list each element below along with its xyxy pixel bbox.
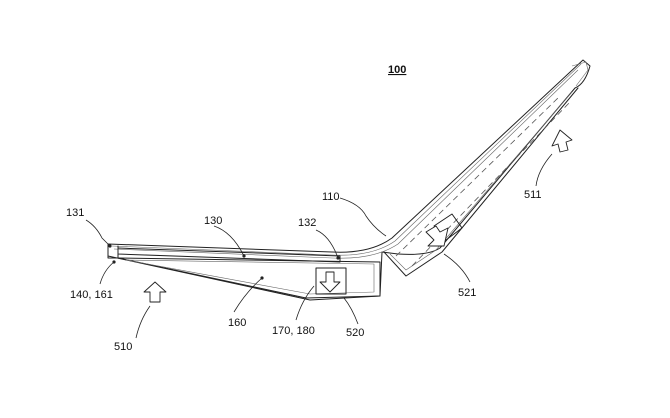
label-510: 510 [114,341,132,353]
label-110: 110 [322,191,340,203]
arrow-510-icon [143,281,167,303]
label-131: 131 [66,207,84,219]
leader-131 [85,219,111,247]
inner-shell-2 [113,69,579,259]
label-170-180: 170, 180 [272,325,315,337]
leader-520 [343,297,359,325]
leader-dot-130 [242,254,246,258]
figure-number: 100 [388,64,406,76]
label-521: 521 [458,287,476,299]
arrow-511-icon [551,129,573,153]
leader-140-161 [99,261,115,285]
dashed-panel-edge-2 [395,95,561,257]
leader-521 [443,253,471,283]
label-520: 520 [346,327,364,339]
leader-170-180 [295,285,315,321]
label-160: 160 [228,317,246,329]
lower-wedge [117,257,381,299]
leader-511 [535,153,553,187]
leader-dot-160 [260,276,264,280]
dashed-panel-edge [411,101,571,267]
right-enclosure [383,87,579,277]
leader-dot-132 [336,256,340,260]
outer-shell [107,59,591,301]
arrow-520-icon [319,271,341,293]
device-body [107,59,591,301]
display-strip [117,247,341,263]
leader-110 [339,197,387,237]
inner-shell-3 [571,61,589,87]
enclosure-outline [383,87,579,277]
leader-lines [85,153,553,339]
wedge-inner [125,259,375,295]
leader-510 [135,305,151,339]
arrow-521-icon [425,225,449,247]
leader-dot-140-161 [112,260,116,264]
label-140-161: 140, 161 [70,289,113,301]
leader-130 [213,225,245,257]
label-132: 132 [298,217,316,229]
label-130: 130 [204,215,222,227]
labels: 110 130 131 132 140, 161 160 170, 180 51… [66,189,542,353]
label-511: 511 [524,189,542,201]
enclosure-inner [389,91,573,271]
component-box [315,267,347,295]
inner-shell-1 [111,63,582,256]
leader-dot-131 [108,244,112,248]
wedge-outline [117,257,381,299]
leader-132 [315,229,339,259]
leader-160 [233,277,263,313]
